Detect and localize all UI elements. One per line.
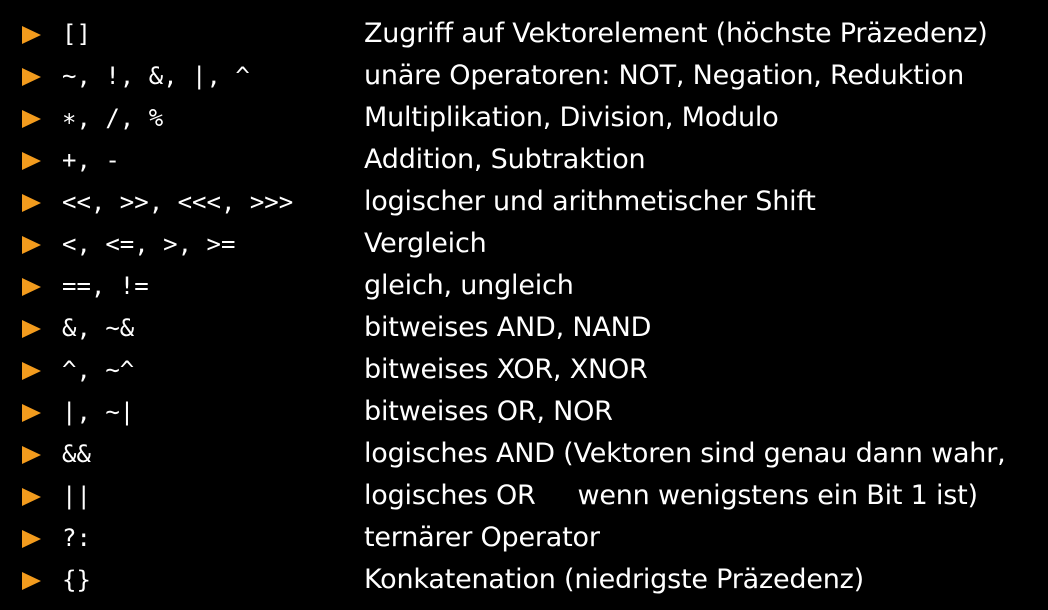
operator-row: ∼, !, &, |, ^ unäre Operatoren: NOT, Neg…: [0, 56, 1048, 98]
triangle-bullet-icon: [22, 278, 41, 296]
operator-symbol: ==, !=: [62, 272, 149, 300]
operator-symbol: |, ∼|: [62, 398, 135, 426]
operator-row: <<, >>, <<<, >>> logischer und arithmeti…: [0, 182, 1048, 224]
operator-description: gleich, ungleich: [364, 270, 574, 301]
operator-description: Zugriff auf Vektorelement (höchste Präze…: [364, 18, 988, 49]
triangle-bullet-icon: [22, 152, 41, 170]
triangle-bullet-icon: [22, 404, 41, 422]
operator-symbol: &&: [62, 440, 91, 468]
triangle-bullet-icon: [22, 572, 41, 590]
operator-symbol: ^, ∼^: [62, 356, 135, 384]
operator-row: ==, != gleich, ungleich: [0, 266, 1048, 308]
operator-row: {} Konkatenation (niedrigste Präzedenz): [0, 560, 1048, 602]
operator-row: && logisches AND (Vektoren sind genau da…: [0, 434, 1048, 476]
operator-row: <, <=, >, >= Vergleich: [0, 224, 1048, 266]
operator-description: logischer und arithmetischer Shift: [364, 186, 816, 217]
triangle-bullet-icon: [22, 530, 41, 548]
operator-description: bitweises OR, NOR: [364, 396, 613, 427]
triangle-bullet-icon: [22, 446, 41, 464]
triangle-bullet-icon: [22, 68, 41, 86]
operator-row: [] Zugriff auf Vektorelement (höchste Pr…: [0, 14, 1048, 56]
operator-description: Vergleich: [364, 228, 487, 259]
operator-symbol: ∼, !, &, |, ^: [62, 62, 250, 90]
operator-symbol: ∗, /, %: [62, 104, 164, 132]
operator-symbol: <<, >>, <<<, >>>: [62, 188, 294, 216]
triangle-bullet-icon: [22, 194, 41, 212]
triangle-bullet-icon: [22, 110, 41, 128]
triangle-bullet-icon: [22, 236, 41, 254]
operator-row: ?: ternärer Operator: [0, 518, 1048, 560]
operator-description: logisches OR wenn wenigstens ein Bit 1 i…: [364, 480, 978, 511]
operator-row: || logisches OR wenn wenigstens ein Bit …: [0, 476, 1048, 518]
operator-row: &, ∼& bitweises AND, NAND: [0, 308, 1048, 350]
triangle-bullet-icon: [22, 26, 41, 44]
operator-description: unäre Operatoren: NOT, Negation, Redukti…: [364, 60, 964, 91]
operator-description: Multiplikation, Division, Modulo: [364, 102, 779, 133]
operator-symbol: ?:: [62, 524, 91, 552]
operator-row: |, ∼| bitweises OR, NOR: [0, 392, 1048, 434]
operator-symbol: {}: [62, 566, 91, 594]
operator-description: Addition, Subtraktion: [364, 144, 646, 175]
operator-symbol: []: [62, 20, 91, 48]
operator-symbol: <, <=, >, >=: [62, 230, 236, 258]
triangle-bullet-icon: [22, 488, 41, 506]
operator-symbol: &, ∼&: [62, 314, 135, 342]
triangle-bullet-icon: [22, 362, 41, 380]
operator-description: ternärer Operator: [364, 522, 600, 553]
operator-row: ^, ∼^ bitweises XOR, XNOR: [0, 350, 1048, 392]
operator-symbol: ||: [62, 482, 91, 510]
operator-description: bitweises AND, NAND: [364, 312, 652, 343]
operator-description: Konkatenation (niedrigste Präzedenz): [364, 564, 864, 595]
operator-symbol: +, -: [62, 146, 120, 174]
operator-row: ∗, /, % Multiplikation, Division, Modulo: [0, 98, 1048, 140]
operator-description: logisches AND (Vektoren sind genau dann …: [364, 438, 1006, 469]
operator-description: bitweises XOR, XNOR: [364, 354, 648, 385]
triangle-bullet-icon: [22, 320, 41, 338]
operator-row: +, - Addition, Subtraktion: [0, 140, 1048, 182]
